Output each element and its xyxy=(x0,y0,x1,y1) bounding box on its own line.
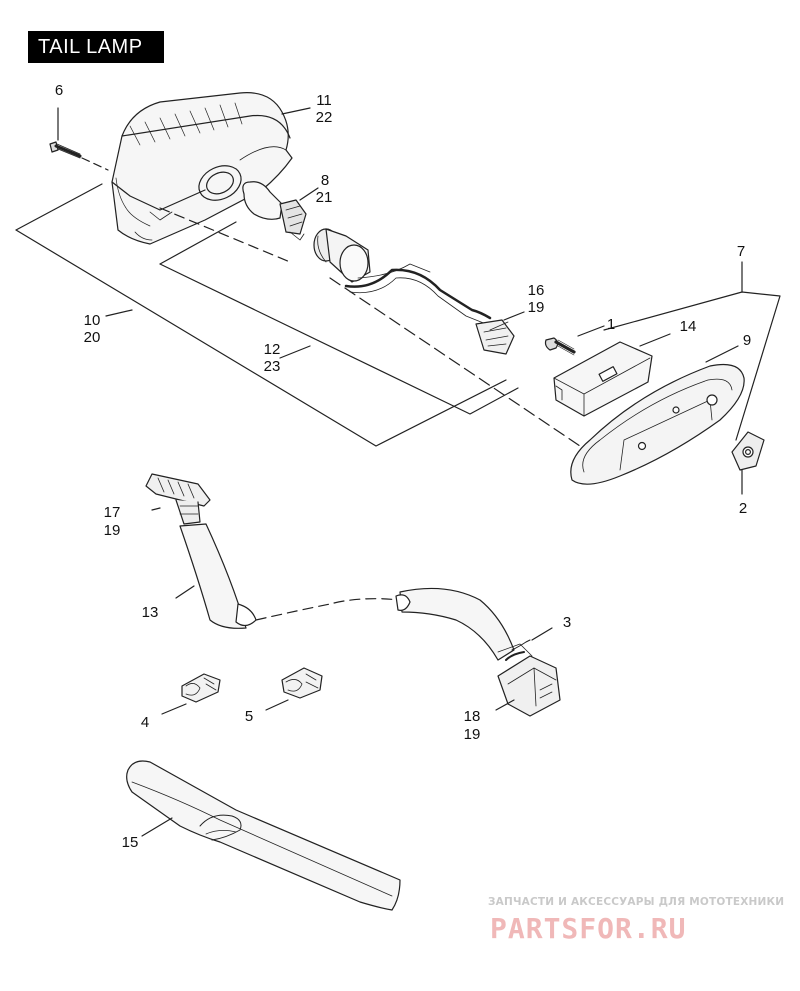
part-9-lens xyxy=(570,345,745,485)
callout-15: 15 xyxy=(121,834,139,851)
callout-10: 10 xyxy=(83,312,101,329)
callout-14: 14 xyxy=(679,318,697,335)
callout-21: 21 xyxy=(315,189,333,206)
part-1-screw xyxy=(544,325,605,356)
callout-16: 16 xyxy=(527,282,545,299)
callout-19-b: 19 xyxy=(103,522,121,539)
watermark-logo: PARTSFOR.RU xyxy=(490,912,687,945)
part-15-conduit xyxy=(126,760,401,911)
callout-6: 6 xyxy=(54,82,64,99)
part-13-harness xyxy=(145,473,401,629)
callout-8: 8 xyxy=(320,172,330,189)
callout-18: 18 xyxy=(463,708,481,725)
part-16-socket-harness xyxy=(313,228,525,355)
part-4-clip xyxy=(161,673,221,715)
callout-20: 20 xyxy=(83,329,101,346)
callout-12: 12 xyxy=(263,341,281,358)
part-11-lamp-housing xyxy=(111,92,311,245)
callout-22: 22 xyxy=(315,109,333,126)
watermark-tagline: ЗАПЧАСТИ И АКСЕССУАРЫ ДЛЯ МОТОТЕХНИКИ xyxy=(488,896,785,908)
part-18-harness-connector xyxy=(395,587,561,717)
diagram-title: TAIL LAMP xyxy=(28,31,164,63)
callout-19-c: 19 xyxy=(463,726,481,743)
callout-2: 2 xyxy=(738,500,748,517)
callout-3: 3 xyxy=(562,614,572,631)
callout-5: 5 xyxy=(244,708,254,725)
callout-23: 23 xyxy=(263,358,281,375)
part-8-bulb xyxy=(242,181,319,241)
part-2-nut xyxy=(731,431,765,495)
callout-13: 13 xyxy=(141,604,159,621)
callout-9: 9 xyxy=(742,332,752,349)
callout-17: 17 xyxy=(103,504,121,521)
callout-1: 1 xyxy=(606,316,616,333)
callout-7: 7 xyxy=(736,243,746,260)
part-14-bracket xyxy=(553,333,671,417)
callout-11: 11 xyxy=(316,92,332,109)
callout-4: 4 xyxy=(140,714,150,731)
part-6-screw xyxy=(49,107,82,159)
callout-19-a: 19 xyxy=(527,299,545,316)
part-5-clip xyxy=(265,667,323,711)
